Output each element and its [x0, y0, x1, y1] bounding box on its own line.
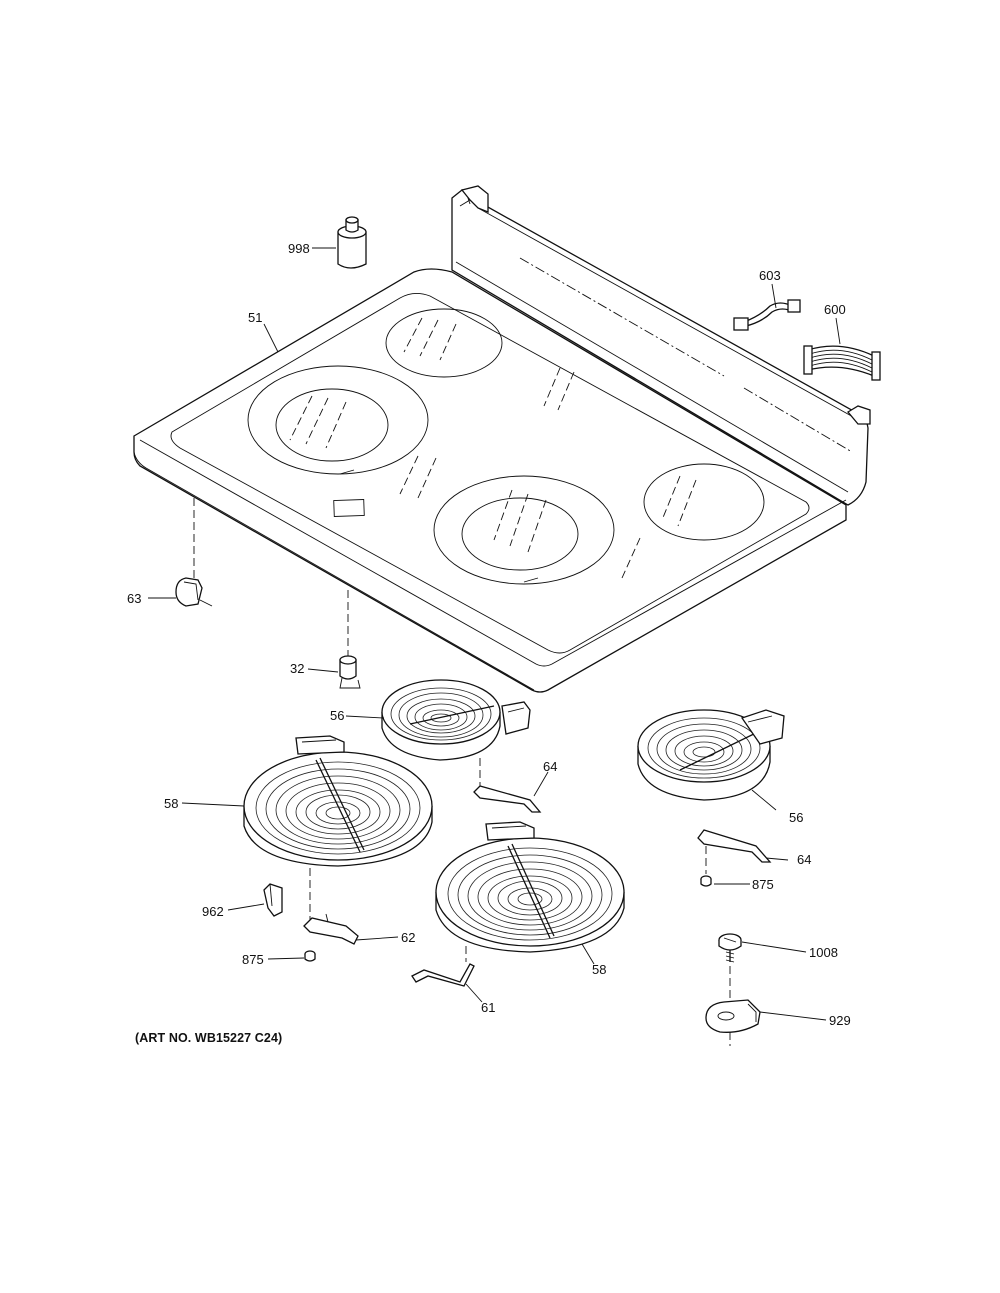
sensor-part-32[interactable]	[339, 655, 361, 689]
bracket-part-62[interactable]	[303, 913, 359, 945]
callout-875-left: 875	[752, 877, 774, 892]
callout-962: 962	[202, 904, 224, 919]
callout-32: 32	[290, 661, 304, 676]
heating-element-part-56-small-left[interactable]	[381, 679, 531, 761]
bracket-part-64-center[interactable]	[473, 758, 542, 813]
callout-64-right: 64	[797, 852, 811, 867]
callout-63: 63	[127, 591, 141, 606]
callout-51: 51	[248, 310, 262, 325]
callout-998: 998	[288, 241, 310, 256]
wire-harness-part-603[interactable]	[733, 299, 801, 331]
callout-61: 61	[481, 1000, 495, 1015]
callout-62: 62	[401, 930, 415, 945]
callout-1008: 1008	[809, 945, 838, 960]
heating-element-part-58-large-right[interactable]	[435, 821, 625, 962]
callout-labels: 998 603 600 51 63 32 56 56 64 64 58 58 8…	[127, 241, 851, 1028]
heating-element-part-56-small-right[interactable]	[637, 709, 785, 801]
bracket-part-63[interactable]	[175, 577, 213, 607]
screw-part-1008[interactable]	[718, 933, 742, 1000]
art-number-label: (ART NO. WB15227 C24)	[135, 1031, 283, 1045]
callout-929: 929	[829, 1013, 851, 1028]
callout-58-right: 58	[592, 962, 606, 977]
bracket-part-929[interactable]	[705, 999, 761, 1046]
callout-58-left: 58	[164, 796, 178, 811]
knob-part-998[interactable]	[337, 216, 367, 269]
cooktop-glass-part-51[interactable]	[133, 185, 871, 693]
ribbon-harness-part-600[interactable]	[803, 345, 881, 381]
screw-part-875-right[interactable]	[700, 875, 712, 887]
callout-56-right: 56	[789, 810, 803, 825]
callout-leaders	[148, 247, 841, 1021]
clip-part-962[interactable]	[263, 883, 283, 917]
bracket-part-64-right[interactable]	[697, 829, 772, 874]
callout-603: 603	[759, 268, 781, 283]
callout-64-center: 64	[543, 759, 557, 774]
bracket-part-61[interactable]	[411, 963, 475, 987]
screw-part-875-left[interactable]	[304, 950, 316, 962]
callout-56-left: 56	[330, 708, 344, 723]
callout-875-right: 875	[242, 952, 264, 967]
callout-600: 600	[824, 302, 846, 317]
